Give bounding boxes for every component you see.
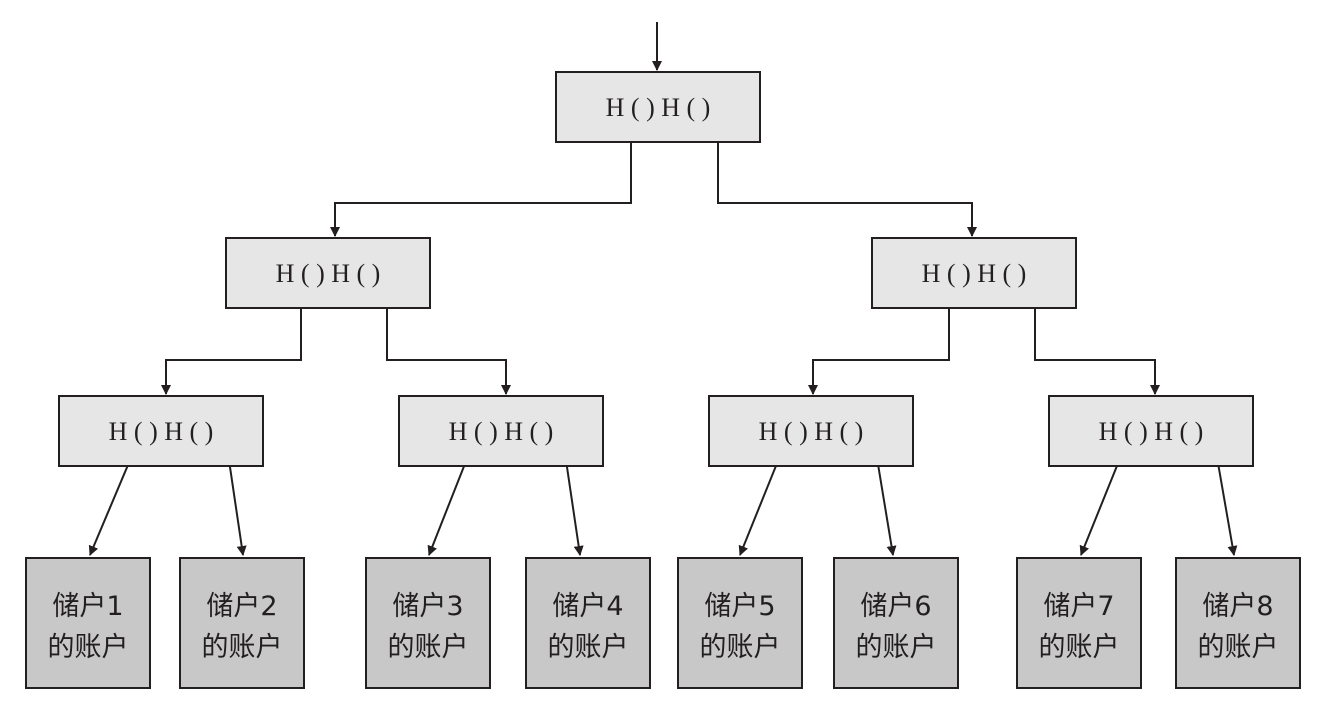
edge-l1a-right: [386, 288, 511, 395]
leaf-label-line2: 的账户: [388, 632, 469, 663]
leaf-label-line1: 储户1: [52, 591, 123, 622]
leaf-account-5: 储户5 的账户: [677, 557, 803, 689]
leaf-label-line2: 的账户: [1198, 632, 1279, 663]
leaf-label-line1: 储户3: [392, 591, 463, 622]
hash-node-label: H ( ) H ( ): [449, 417, 554, 446]
hash-node-label: H ( ) H ( ): [276, 259, 381, 288]
edge-l1b-left: [808, 288, 950, 395]
leaf-account-8: 储户8 的账户: [1175, 557, 1301, 689]
edge-l1a-left: [161, 288, 302, 395]
edge-root-left: [330, 120, 632, 237]
leaf-account-4: 储户4 的账户: [525, 557, 651, 689]
leaf-label-line2: 的账户: [700, 632, 781, 663]
leaf-account-3: 储户3 的账户: [365, 557, 491, 689]
hash-node-level2-3: H ( ) H ( ): [708, 395, 914, 467]
leaf-label-line2: 的账户: [1039, 632, 1120, 663]
leaf-label-line1: 储户6: [860, 591, 931, 622]
leaf-label-line2: 的账户: [202, 632, 283, 663]
leaf-label-line2: 的账户: [48, 632, 129, 663]
leaf-label-line1: 储户7: [1043, 591, 1114, 622]
leaf-label-line2: 的账户: [548, 632, 629, 663]
hash-node-label: H ( ) H ( ): [1099, 417, 1204, 446]
hash-node-level1-left: H ( ) H ( ): [225, 237, 431, 309]
leaf-label-line1: 储户8: [1202, 591, 1273, 622]
leaf-account-2: 储户2 的账户: [179, 557, 305, 689]
hash-node-label: H ( ) H ( ): [109, 417, 214, 446]
leaf-label-line2: 的账户: [856, 632, 937, 663]
leaf-account-7: 储户7 的账户: [1016, 557, 1142, 689]
hash-node-level2-2: H ( ) H ( ): [398, 395, 604, 467]
leaf-label-line1: 储户2: [206, 591, 277, 622]
hash-node-label: H ( ) H ( ): [759, 417, 864, 446]
hash-node-root: H ( ) H ( ): [555, 71, 761, 143]
hash-node-level2-1: H ( ) H ( ): [58, 395, 264, 467]
leaf-label-line1: 储户4: [552, 591, 623, 622]
hash-node-label: H ( ) H ( ): [922, 259, 1027, 288]
edge-l1b-right: [1034, 288, 1160, 395]
leaf-label-line1: 储户5: [704, 591, 775, 622]
edge-root-right: [717, 120, 977, 237]
leaf-account-1: 储户1 的账户: [25, 557, 151, 689]
hash-node-level1-right: H ( ) H ( ): [871, 237, 1077, 309]
hash-node-level2-4: H ( ) H ( ): [1048, 395, 1254, 467]
hash-node-label: H ( ) H ( ): [606, 93, 711, 122]
leaf-account-6: 储户6 的账户: [833, 557, 959, 689]
